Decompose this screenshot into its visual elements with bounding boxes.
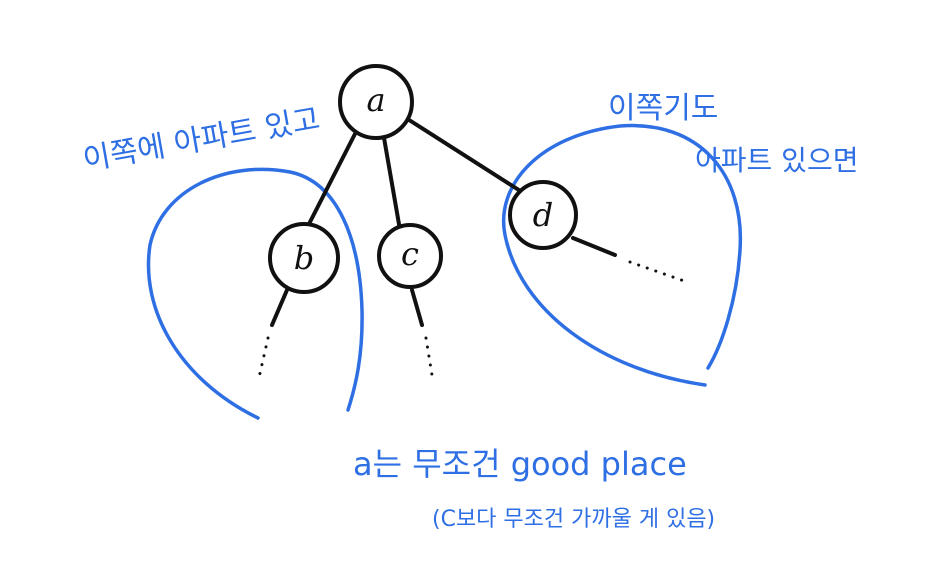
right-region-note-line1: 이쪽기도 <box>608 91 718 126</box>
node-d-label: d <box>533 196 553 234</box>
right-region-outline <box>501 123 743 387</box>
right-region-note-line2: 아파트 있으면 <box>695 144 858 177</box>
conclusion-line1: a는 무조건 good place <box>353 445 687 483</box>
node-c: c <box>377 223 443 289</box>
left-region-outline <box>146 167 364 420</box>
continuation-dots-b <box>256 336 270 384</box>
node-a-label: a <box>366 81 385 119</box>
continuation-d <box>571 236 617 257</box>
conclusion-line2: (C보다 무조건 가까울 게 있음) <box>432 507 715 532</box>
edge-a-d <box>404 116 524 194</box>
continuation-dots-d <box>628 260 692 285</box>
node-a: a <box>338 64 414 140</box>
node-b-label: b <box>294 239 314 277</box>
continuation-dots-c <box>424 336 434 377</box>
continuation-c <box>410 288 424 327</box>
edge-a-b <box>308 126 360 224</box>
node-b: b <box>268 222 340 294</box>
node-d: d <box>508 180 578 250</box>
edge-a-c <box>381 130 402 232</box>
node-c-label: c <box>401 235 419 273</box>
left-region-note: 이쪽에 아파트 있고 <box>80 102 322 178</box>
continuation-b <box>270 288 289 327</box>
